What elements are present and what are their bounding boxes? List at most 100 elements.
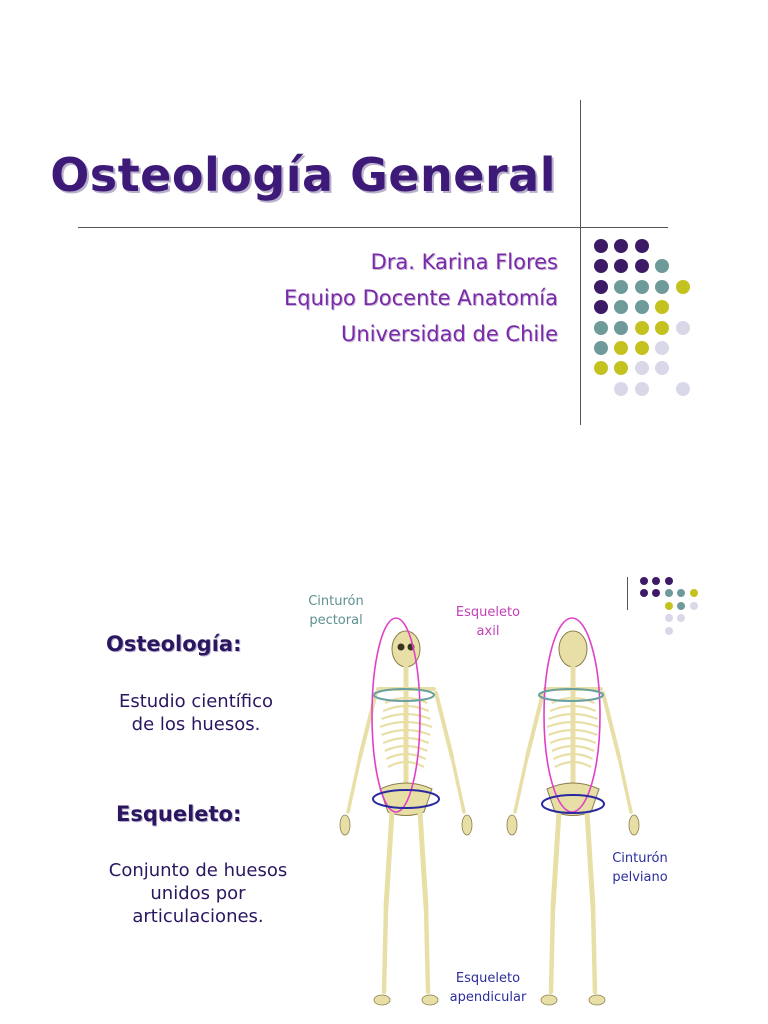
definition-line: Conjunto de huesos — [108, 860, 288, 881]
team-name: Equipo Docente Anatomía — [283, 286, 558, 310]
rib — [381, 712, 431, 721]
eye-socket — [397, 643, 405, 651]
rib — [379, 720, 433, 729]
decorative-dot — [677, 589, 686, 598]
humerus — [525, 691, 545, 759]
decorative-dot — [594, 259, 608, 274]
hand — [628, 814, 640, 836]
decorative-dot — [634, 320, 649, 335]
rib — [382, 704, 430, 713]
pelvic-ellipse-back — [541, 794, 605, 814]
decorative-dot — [652, 589, 661, 598]
skeleton-illustration — [339, 617, 640, 1006]
heading-osteologia: Osteología: — [106, 632, 242, 656]
forearm — [450, 755, 466, 814]
forearm — [513, 755, 529, 814]
decorative-dot — [594, 341, 608, 355]
label-line: Esqueleto — [455, 971, 521, 986]
foot — [373, 994, 391, 1006]
label-line: Cinturón — [612, 851, 668, 866]
pelvis — [379, 782, 433, 816]
tibia — [381, 904, 389, 995]
rib — [381, 728, 431, 737]
definition-osteologia: Estudio científico de los huesos. — [80, 690, 312, 736]
decorative-dot — [634, 361, 649, 376]
label-line: pectoral — [309, 613, 363, 628]
rib — [551, 744, 595, 752]
decorative-dot — [594, 300, 608, 315]
decorative-dot — [640, 589, 648, 598]
title-slide: Osteología General Dra. Karina Flores Eq… — [50, 100, 690, 425]
decorative-dot — [614, 239, 629, 253]
label-esqueleto-axil: Esqueleto axil — [448, 603, 528, 641]
decorative-dot — [689, 601, 698, 610]
decorative-dot — [664, 601, 673, 610]
label-esqueleto-apendicular: Esqueleto apendicular — [446, 969, 530, 1007]
decorative-dot — [634, 239, 649, 253]
decorative-dot — [634, 259, 649, 274]
decorative-dot — [634, 381, 649, 396]
foot — [421, 994, 439, 1006]
decorative-dot — [664, 589, 673, 598]
tibia — [423, 904, 431, 995]
tibia — [548, 904, 556, 995]
rib — [551, 696, 595, 704]
tibia — [590, 904, 598, 995]
rib — [552, 752, 594, 760]
definition-line: Estudio científico — [118, 691, 274, 712]
decorative-dot — [655, 300, 670, 315]
decorative-dot — [655, 341, 670, 355]
skeleton-front-view — [339, 630, 473, 1006]
decorative-dot — [675, 279, 690, 294]
label-line: pelviano — [612, 870, 668, 885]
heading-esqueleto: Esqueleto: — [116, 802, 242, 826]
definition-line: unidos por — [150, 883, 246, 904]
decorative-dot — [614, 279, 629, 294]
decorative-dot — [594, 361, 608, 376]
decorative-dot — [634, 279, 649, 294]
decorative-dot — [675, 320, 690, 335]
skull — [558, 630, 588, 668]
decorative-dot — [614, 320, 629, 335]
decorative-dot — [614, 341, 629, 355]
author-name: Dra. Karina Flores — [370, 250, 558, 274]
femur — [383, 809, 395, 910]
decorative-dot — [675, 381, 690, 396]
rib — [554, 760, 592, 768]
humerus — [434, 691, 454, 759]
decorative-dot — [664, 577, 673, 585]
humerus — [358, 691, 378, 759]
definition-line: articulaciones. — [132, 906, 264, 927]
decorative-dot — [614, 361, 629, 376]
decorative-dot — [594, 279, 608, 294]
rib — [548, 712, 598, 721]
decorative-dot — [652, 577, 661, 585]
decorative-dot — [655, 259, 670, 274]
hand — [339, 814, 351, 836]
decorative-dot — [634, 300, 649, 315]
label-line: Esqueleto — [455, 605, 521, 620]
skeleton-back-view — [506, 630, 640, 1006]
decorative-dot — [655, 279, 670, 294]
label-cinturon-pectoral: Cinturón pectoral — [296, 592, 376, 630]
rib — [384, 696, 428, 704]
rib — [385, 752, 427, 760]
vertical-divider — [580, 100, 581, 425]
decorative-dot — [594, 320, 608, 335]
label-line: axil — [476, 624, 500, 639]
definition-line: de los huesos. — [131, 714, 261, 735]
decorative-dot — [655, 320, 670, 335]
slide-title: Osteología General — [50, 148, 556, 202]
rib — [548, 728, 598, 737]
foot — [540, 994, 558, 1006]
rib — [549, 736, 597, 745]
humerus — [601, 691, 621, 759]
label-cinturon-pelviano: Cinturón pelviano — [602, 849, 678, 887]
rib — [387, 760, 425, 768]
decorative-dot — [614, 381, 629, 396]
pectoral-ellipse-back — [538, 688, 604, 702]
label-line: apendicular — [449, 990, 527, 1005]
forearm — [617, 755, 633, 814]
decorative-dot — [677, 614, 686, 623]
label-line: Cinturón — [308, 594, 364, 609]
